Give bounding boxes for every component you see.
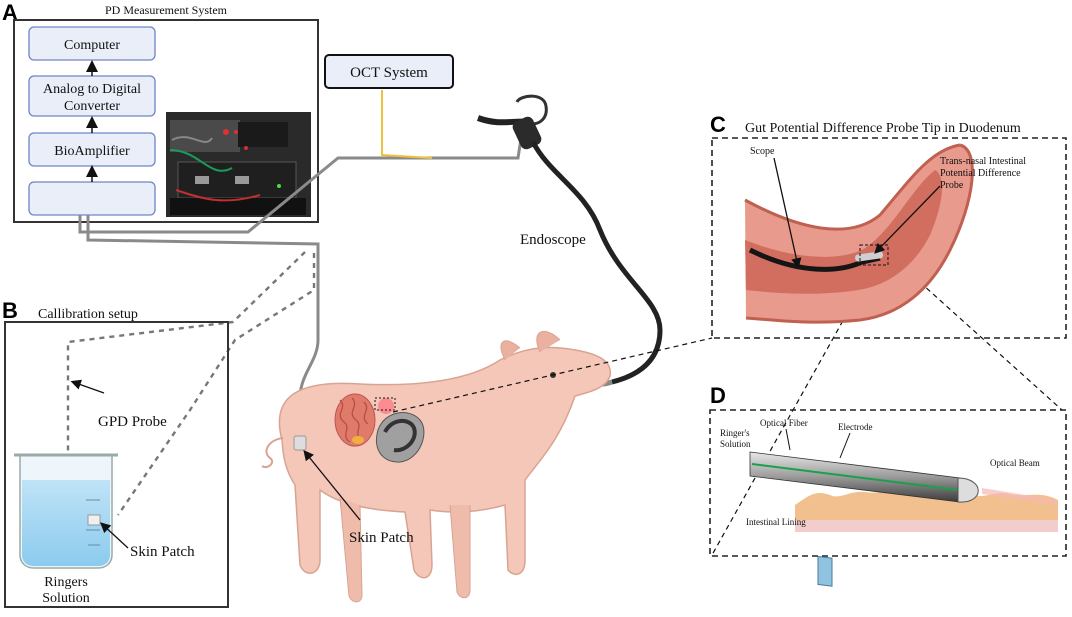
beaker	[14, 453, 118, 569]
d-optical-beam-label: Optical Beam	[990, 458, 1040, 468]
scope-pointer	[773, 157, 802, 269]
d-ringers-line1: Ringer's	[720, 428, 750, 438]
probe-pointer	[874, 185, 941, 254]
oct-system-box: OCT System	[324, 54, 454, 89]
probe-tip-illustration	[749, 451, 1058, 587]
computer-label: Computer	[64, 38, 120, 53]
panel-c-letter: C	[710, 112, 726, 137]
bioamplifier-label: BioAmplifier	[54, 144, 130, 159]
input-box	[28, 181, 156, 216]
panel-a-frame	[13, 19, 319, 223]
oct-fiber	[381, 90, 433, 159]
d-electrode-pointer	[839, 432, 851, 459]
d-ringers-line2: Solution	[720, 439, 751, 449]
pig-illustration	[261, 330, 612, 603]
d-electrode-label: Electrode	[838, 422, 872, 432]
d-optical-fiber-label: Optical Fiber	[760, 418, 808, 428]
probe-label-line1: Trans-nasal Intestinal	[940, 156, 1026, 167]
panel-b-letter: B	[2, 298, 18, 323]
ringers-label-line2: Solution	[42, 591, 89, 606]
panel-c-frame	[711, 137, 1067, 339]
endoscope-label: Endoscope	[520, 232, 586, 248]
oct-system-label: OCT System	[350, 65, 428, 81]
computer-box: Computer	[28, 26, 156, 61]
gpd-probe-label: GPD Probe	[98, 414, 167, 430]
equipment-photo	[166, 112, 311, 217]
panel-b-title: Callibration setup	[38, 307, 138, 322]
adc-label-line1: Analog to Digital	[43, 82, 141, 97]
skin-patch-label: Skin Patch	[349, 530, 414, 546]
panel-a-letter: A	[2, 0, 18, 25]
d-optical-fiber-pointer	[785, 428, 791, 451]
adc-label-line2: Converter	[64, 99, 120, 114]
ringers-label-line1: Ringers	[44, 575, 88, 590]
panel-d-letter: D	[710, 383, 726, 408]
panel-d-frame	[709, 409, 1067, 557]
panel-a-title: PD Measurement System	[105, 3, 228, 17]
scope-label: Scope	[750, 146, 775, 157]
adc-box: Analog to Digital Converter	[28, 75, 156, 117]
endoscope	[476, 94, 663, 387]
panel-b-frame	[4, 321, 229, 608]
probe-label-line3: Probe	[940, 180, 964, 191]
gpd-dashed-lines	[66, 251, 316, 520]
gpd-probe-pointer	[70, 379, 105, 394]
beaker-skin-patch-label: Skin Patch	[130, 544, 195, 560]
probe-label-line2: Potential Difference	[940, 168, 1021, 179]
d-intestinal-lining-label: Intestinal Lining	[746, 517, 806, 527]
skin-patch-pointer	[303, 449, 361, 521]
bioamplifier-box: BioAmplifier	[28, 132, 156, 167]
beaker-skin-patch-pointer	[100, 522, 129, 549]
duodenum-illustration	[744, 143, 974, 324]
panel-c-title: Gut Potential Difference Probe Tip in Du…	[745, 121, 1021, 136]
